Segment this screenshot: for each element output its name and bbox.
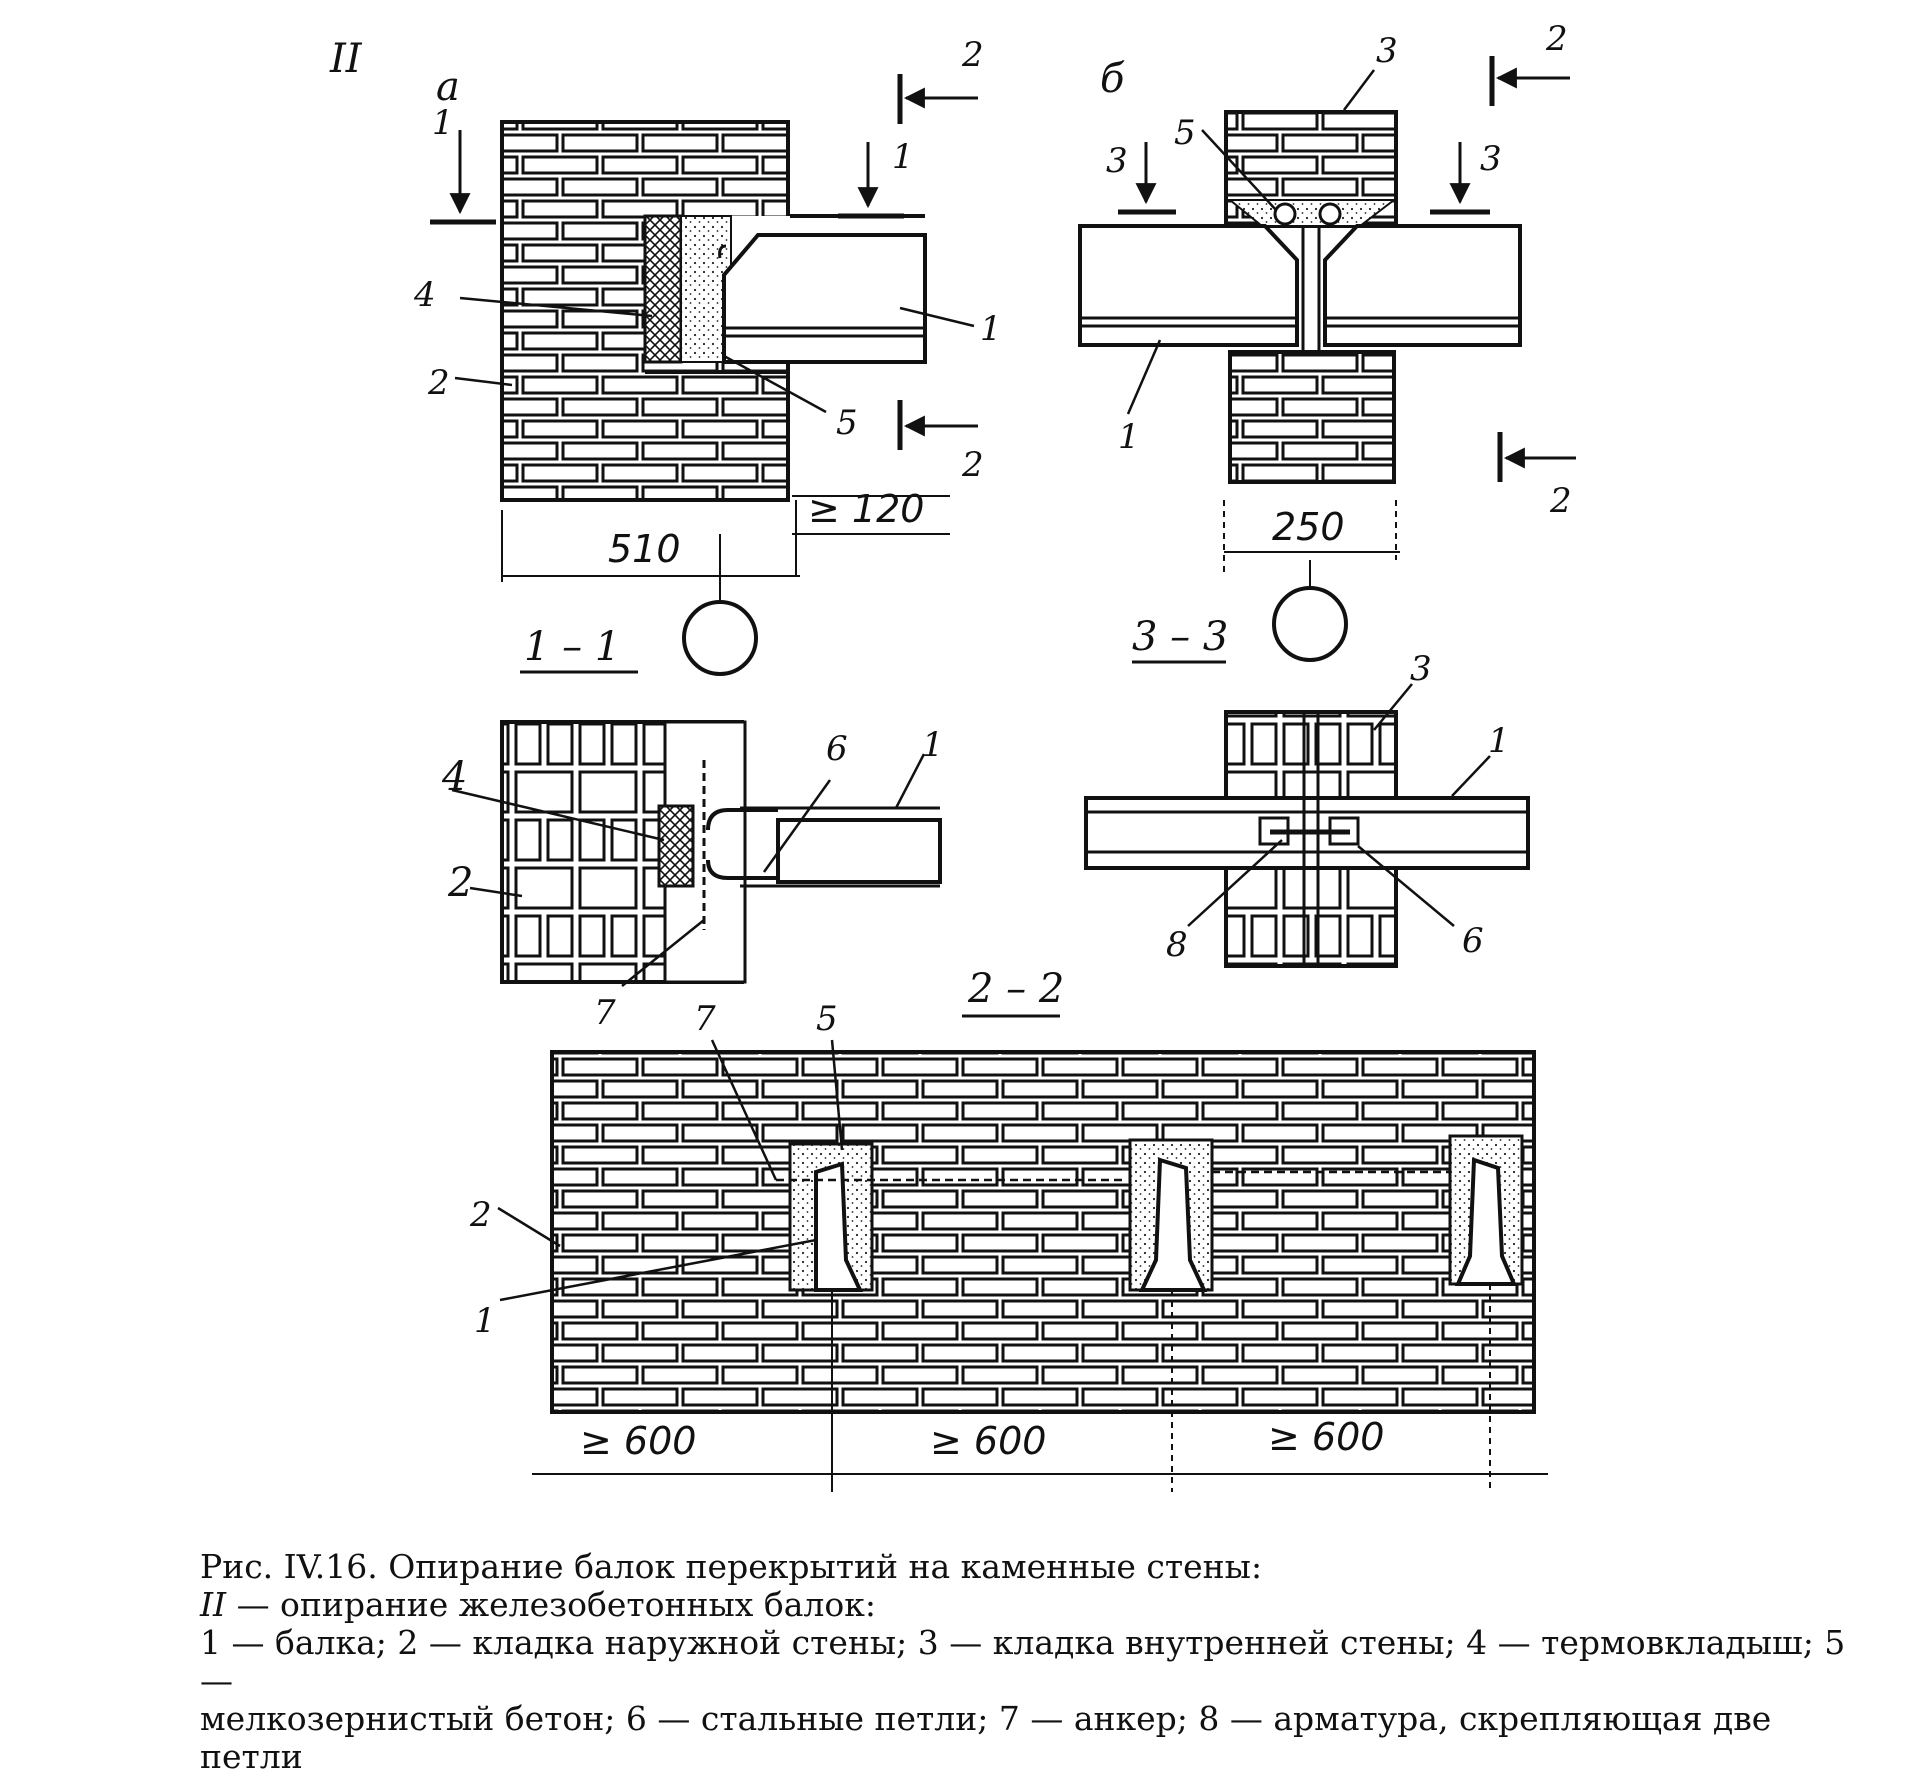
caption-title: Рис. IV.16. Опирание балок перекрытий на…	[200, 1547, 1263, 1586]
label-6-section-33: 6	[1462, 921, 1484, 961]
section-3-3: 3 – 3 3 1 8 6	[1084, 614, 1530, 968]
rc-beam	[722, 233, 927, 364]
label-1-section-33: 1	[1488, 721, 1510, 761]
marker-1-left: 1	[432, 103, 454, 143]
marker-2-bottom-b: 2	[1549, 481, 1572, 521]
subfig-label-a: а	[436, 64, 460, 110]
caption-line-2-text: — опирание железобетонных балок:	[226, 1585, 876, 1624]
label-4: 4	[413, 275, 436, 315]
thermal-insert	[643, 214, 683, 364]
axis-marker-b	[1272, 586, 1348, 662]
dim-250: 250	[1272, 505, 1345, 549]
dim-600-1: ≥ 600	[580, 1419, 696, 1463]
label-2-section: 2	[447, 860, 473, 906]
label-3-section: 3	[1410, 649, 1432, 689]
inner-wall-bottom	[1228, 350, 1396, 484]
label-8-section: 8	[1166, 925, 1188, 965]
section-title-2-2: 2 – 2	[967, 966, 1064, 1012]
label-2: 2	[427, 363, 450, 403]
caption-line-3: 1 — балка; 2 — кладка наружной стены; 3 …	[200, 1623, 1846, 1700]
label-1-section: 1	[922, 725, 944, 765]
figure-caption: Рис. IV.16. Опирание балок перекрытий на…	[200, 1548, 1850, 1776]
dim-510: 510	[608, 527, 681, 571]
caption-line-2: II — опирание железобетонных балок:	[200, 1586, 1850, 1624]
view-a: II а 1 1 2 2 4 2 5 1	[329, 35, 1002, 676]
dim-600-3: ≥ 600	[1268, 1415, 1384, 1459]
marker-3-right: 3	[1480, 139, 1502, 179]
section-title-1-1: 1 – 1	[524, 624, 620, 670]
technical-drawing: II а 1 1 2 2 4 2 5 1	[329, 19, 1576, 1492]
label-4-section: 4	[441, 754, 467, 800]
label-6-section: 6	[826, 729, 848, 769]
marker-2-top: 2	[961, 35, 984, 75]
label-1-b: 1	[1118, 417, 1140, 457]
label-5-elev: 5	[816, 999, 838, 1039]
marker-1-right: 1	[892, 137, 914, 177]
outer-wall-elevation	[550, 1050, 1536, 1414]
rc-beam-section	[776, 818, 942, 884]
label-1: 1	[980, 309, 1002, 349]
axis-marker-a	[682, 600, 758, 676]
inner-wall-section-bottom	[1224, 866, 1398, 968]
label-3-top: 3	[1376, 31, 1398, 71]
marker-2-bottom: 2	[961, 445, 984, 485]
inner-wall-section-top	[1224, 710, 1398, 800]
label-7-section: 7	[594, 993, 616, 1033]
marker-3-left: 3	[1106, 141, 1128, 181]
thermal-insert-section	[657, 804, 695, 888]
section-1-1: 1 – 1 4 2 6 1 7	[441, 624, 944, 1033]
label-2-elev: 2	[469, 1195, 492, 1235]
label-5-b: 5	[1174, 113, 1196, 153]
dim-600-2: ≥ 600	[930, 1419, 1046, 1463]
section-2-2: 2 – 2 2 1 7 5 ≥ 600 ≥ 600 ≥ 600	[469, 966, 1548, 1492]
subfig-label-b: б	[1100, 56, 1125, 102]
section-title-3-3: 3 – 3	[1132, 614, 1228, 660]
caption-line-2-num: II	[200, 1585, 227, 1624]
view-label-II: II	[329, 36, 363, 82]
rc-beam-right	[1323, 224, 1522, 347]
label-1-elev: 1	[474, 1301, 496, 1341]
steel-loop	[706, 808, 778, 880]
view-b: б 3 3 3 5 2 2 1	[1078, 19, 1576, 662]
label-5: 5	[836, 403, 858, 443]
label-7-elev: 7	[694, 999, 716, 1039]
marker-2-top-b: 2	[1545, 19, 1568, 59]
dim-120: ≥ 120	[808, 487, 924, 531]
caption-line-4: мелкозернистый бетон; 6 — стальные петли…	[200, 1699, 1772, 1776]
